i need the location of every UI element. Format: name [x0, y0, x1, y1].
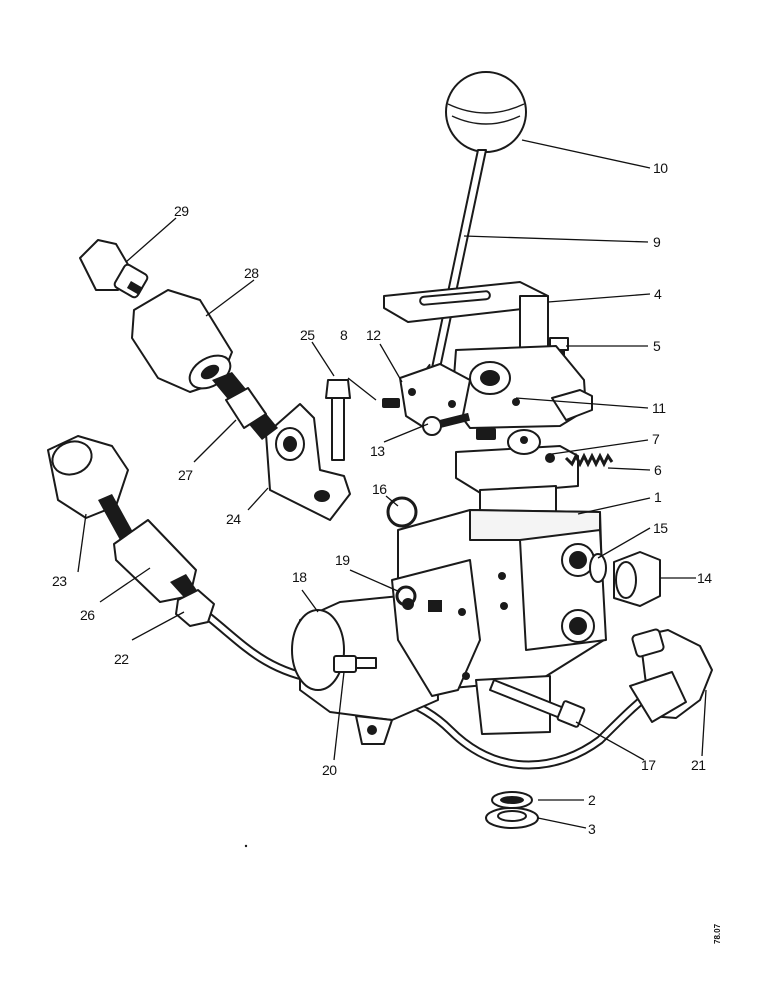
- callout-21: 21: [691, 757, 706, 773]
- callout-16: 16: [372, 481, 387, 497]
- callout-29: 29: [174, 203, 189, 219]
- callout-14: 14: [697, 570, 712, 586]
- lever-knob: [445, 71, 527, 153]
- callout-4: 4: [654, 286, 662, 302]
- stray-dot: [244, 844, 248, 848]
- washer-15: [589, 553, 607, 583]
- drawing-code: 78.07: [713, 923, 722, 944]
- callout-5: 5: [653, 338, 661, 354]
- callout-11: 11: [652, 400, 666, 416]
- callout-8: 8: [340, 327, 348, 343]
- upper-housing: [451, 345, 593, 429]
- washer-3: [485, 807, 539, 829]
- bolt-25: [325, 379, 351, 461]
- callout-20: 20: [322, 762, 337, 778]
- callout-13: 13: [370, 443, 385, 459]
- callout-19: 19: [335, 552, 350, 568]
- callout-27: 27: [178, 467, 193, 483]
- leader-lines: [77, 139, 707, 829]
- bolt-17: [489, 679, 586, 728]
- callout-labels: 10 9 4 5 11 7 6 1 15 14 16 17 21 8 12 25…: [52, 160, 713, 837]
- fitting-23: [47, 435, 134, 540]
- valve-body: [397, 485, 607, 735]
- callout-10: 10: [653, 160, 668, 176]
- callout-28: 28: [244, 265, 259, 281]
- callout-3: 3: [588, 821, 596, 837]
- grub-screw-8: [382, 398, 400, 408]
- callout-15: 15: [653, 520, 668, 536]
- elbow-fitting-21: [629, 628, 713, 723]
- callout-22: 22: [114, 651, 129, 667]
- bracket-24: [265, 403, 351, 521]
- callout-18: 18: [292, 569, 307, 585]
- callout-23: 23: [52, 573, 67, 589]
- o-ring-16: [386, 496, 418, 528]
- callout-12: 12: [366, 327, 381, 343]
- washer-2: [491, 791, 533, 809]
- coupling-29: [79, 239, 149, 299]
- callout-2: 2: [588, 792, 596, 808]
- callout-6: 6: [654, 462, 662, 478]
- bolt-20: [333, 655, 377, 673]
- plug-14: [613, 551, 661, 607]
- nut-22: [175, 589, 215, 627]
- seal-19: [395, 585, 417, 607]
- callout-7: 7: [652, 431, 660, 447]
- callout-17: 17: [641, 757, 656, 773]
- spring-6: [564, 452, 614, 468]
- small-spring: [476, 428, 496, 440]
- threaded-adapter-27: [212, 372, 278, 440]
- callout-9: 9: [653, 234, 661, 250]
- detent-plate-7: [455, 429, 579, 495]
- callout-1: 1: [654, 489, 662, 505]
- callout-25: 25: [300, 327, 315, 343]
- callout-24: 24: [226, 511, 241, 527]
- callout-26: 26: [80, 607, 95, 623]
